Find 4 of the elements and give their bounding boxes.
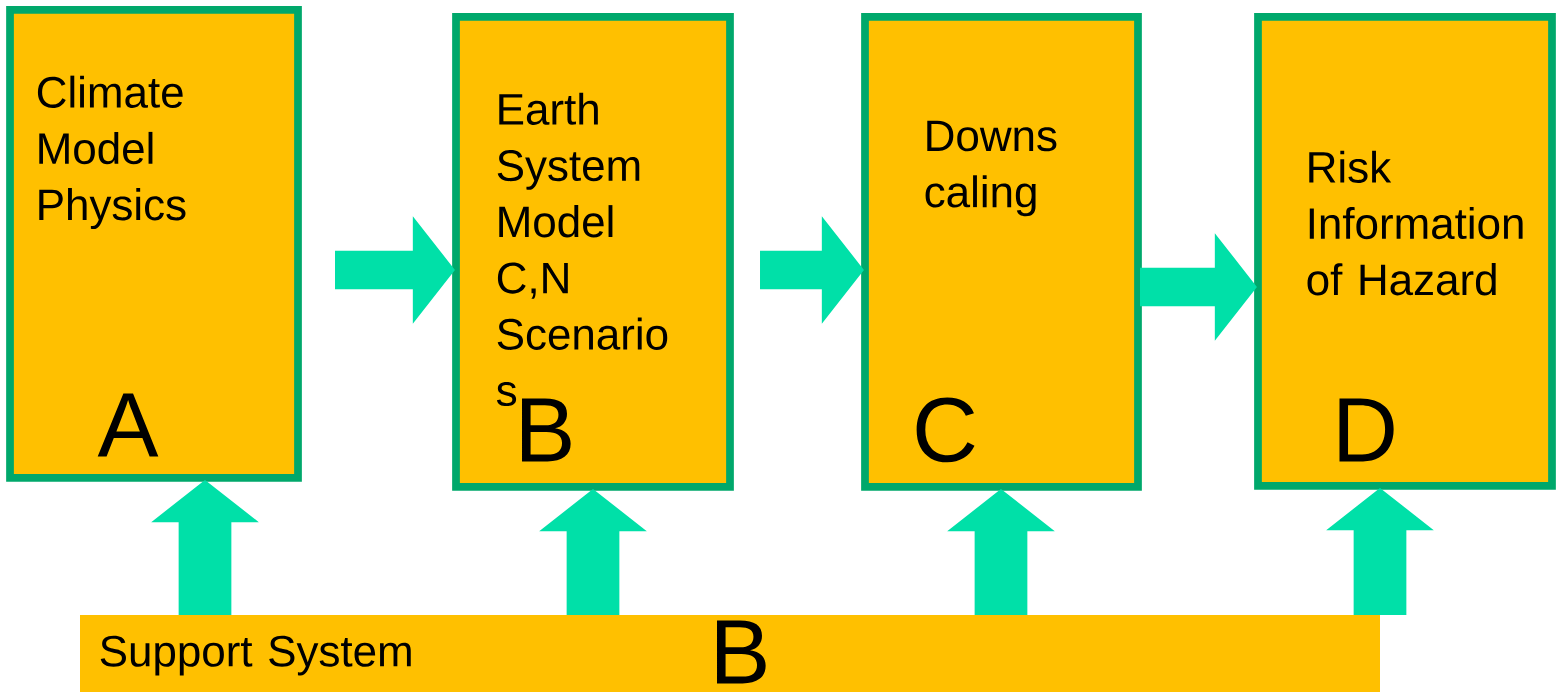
- process-box: Downs caling C: [861, 13, 1142, 491]
- process-box: Climate Model Physics A: [6, 6, 302, 482]
- process-box: Risk Information of Hazard D: [1254, 13, 1556, 490]
- support-bar: Support System B: [80, 615, 1380, 692]
